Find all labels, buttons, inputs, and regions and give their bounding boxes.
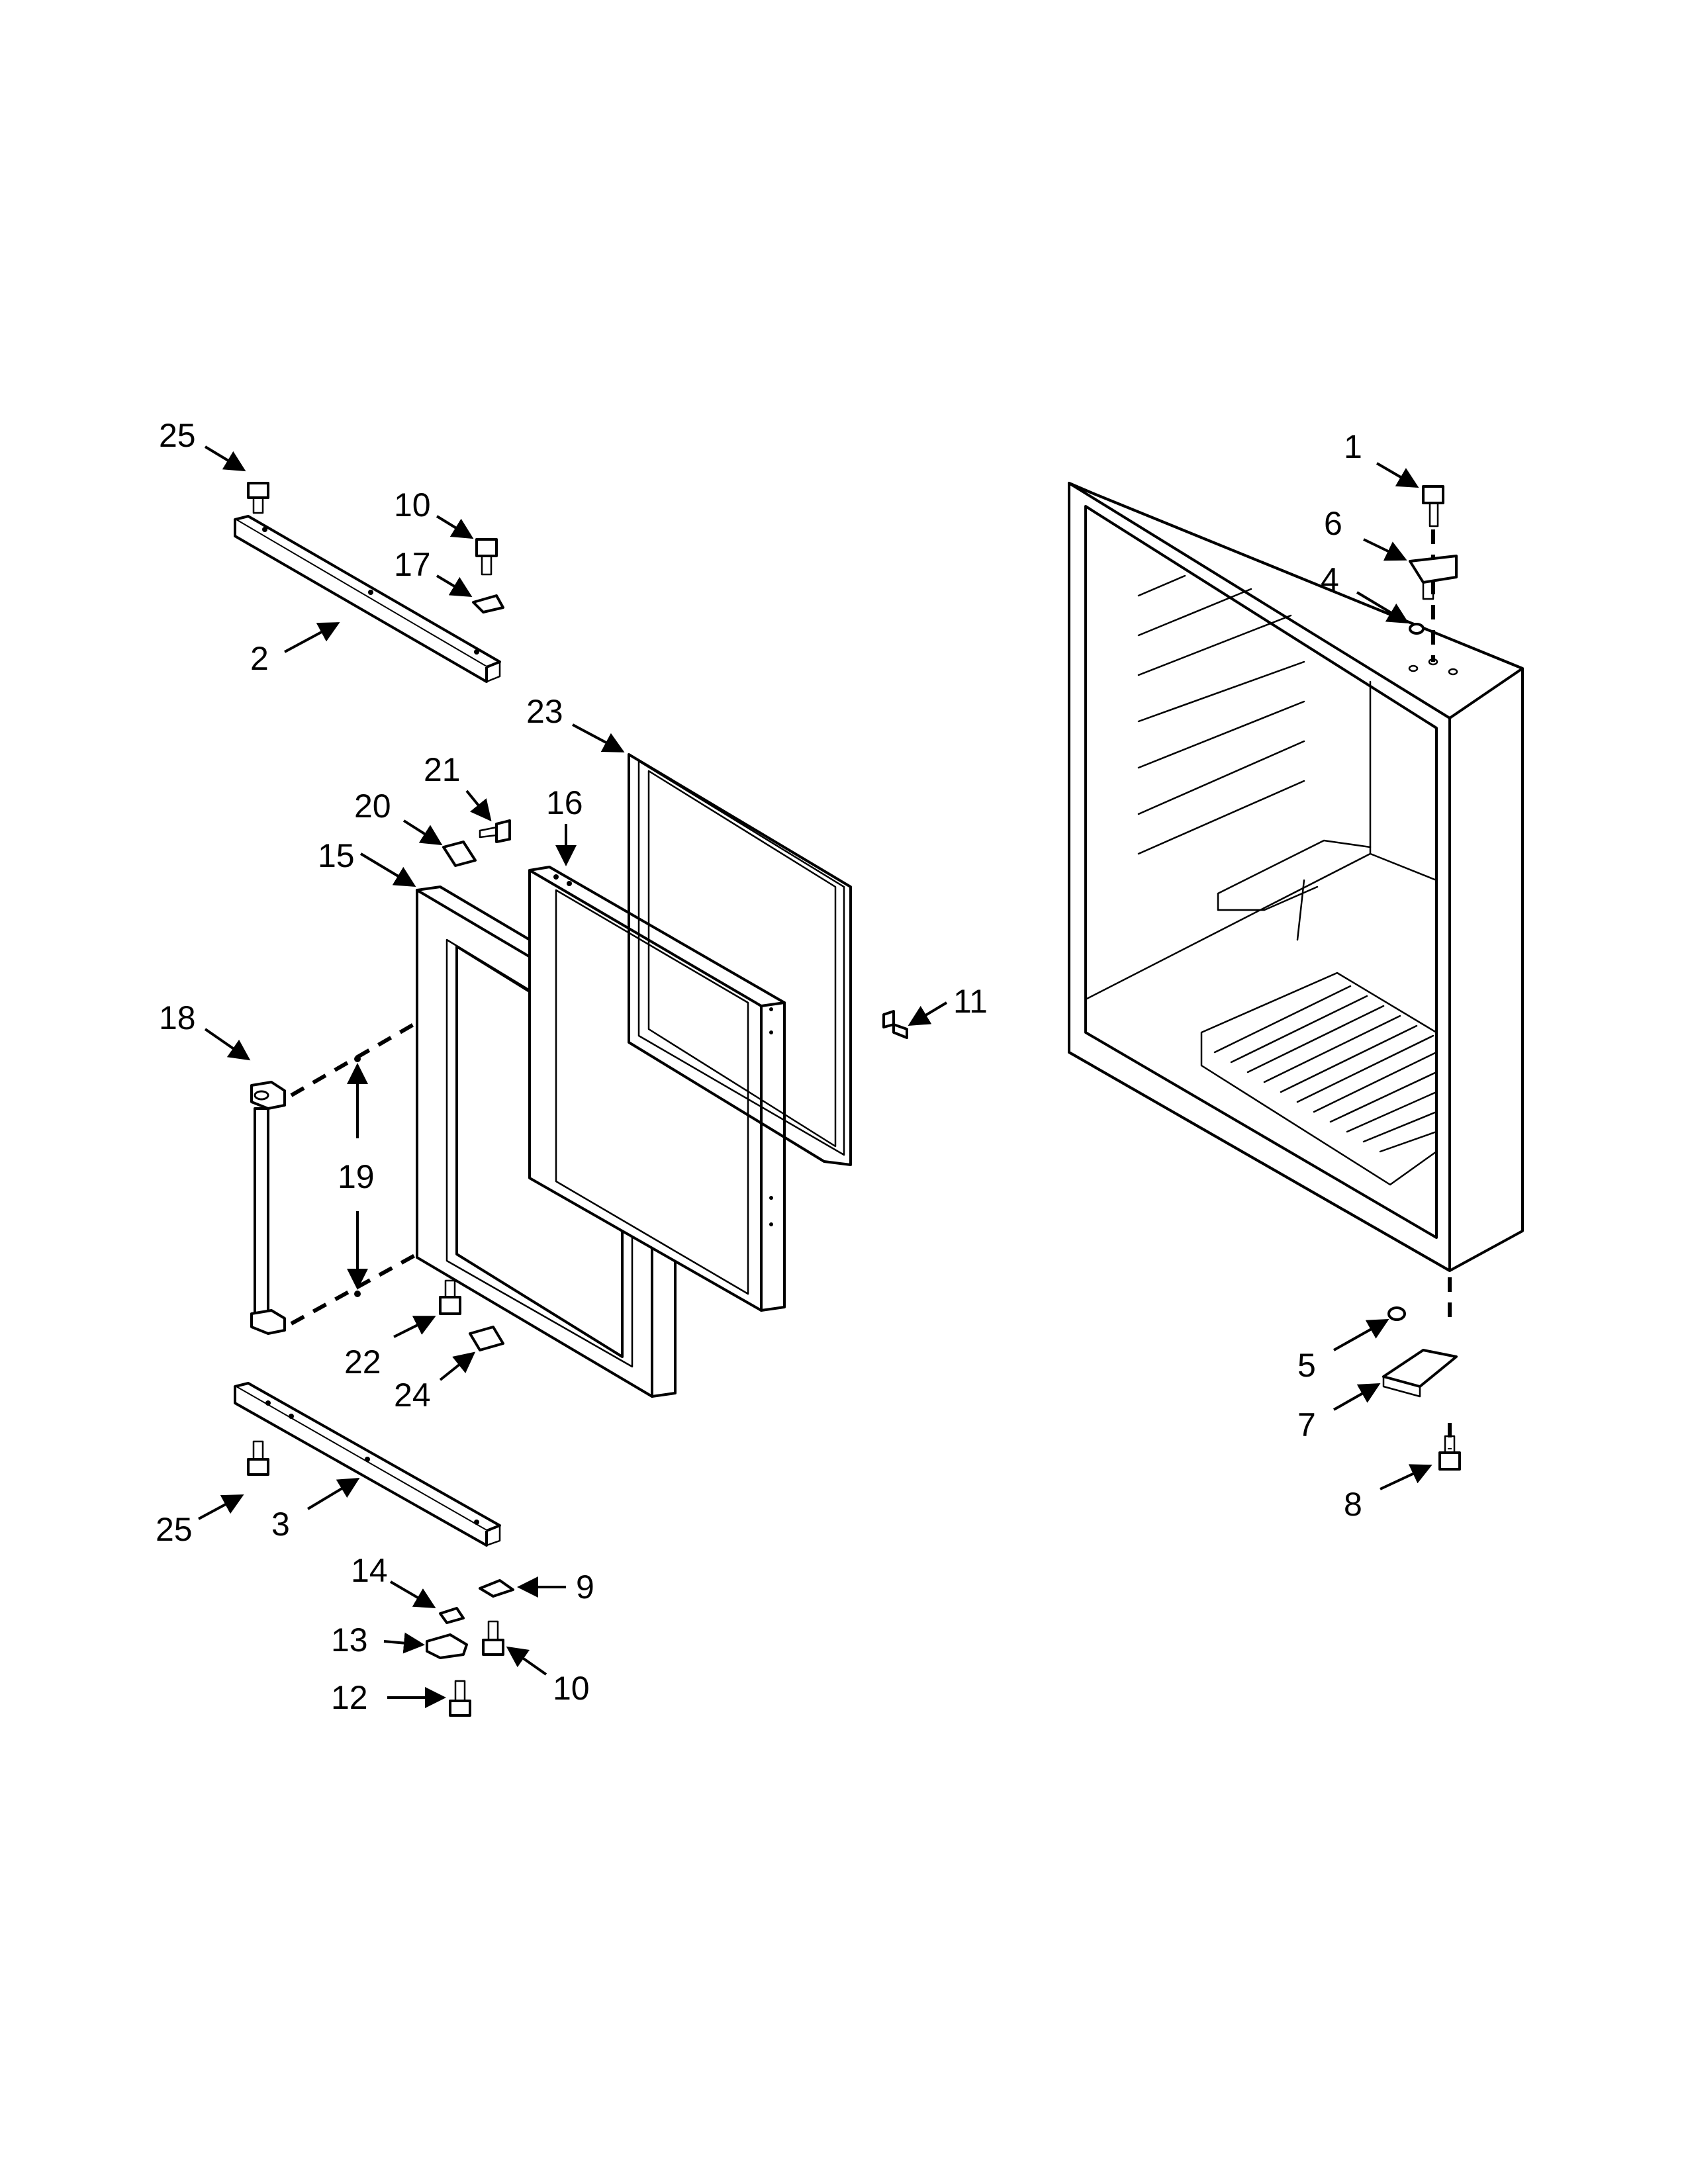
bracket-11	[882, 1010, 908, 1039]
callout-4: 4	[1321, 561, 1339, 598]
callout-24: 24	[394, 1377, 431, 1414]
screw-10-top	[475, 538, 498, 576]
bottom-hinge-assembly	[1382, 1277, 1461, 1471]
callout-20: 20	[354, 788, 391, 825]
bracket-13	[426, 1633, 468, 1659]
callout-8: 8	[1344, 1486, 1362, 1523]
screw-12	[449, 1680, 471, 1717]
door-gasket	[628, 753, 852, 1166]
screw-10-bottom	[482, 1620, 504, 1656]
door-inner	[528, 866, 786, 1312]
callout-25-top: 25	[159, 417, 196, 454]
screw-22	[439, 1279, 461, 1315]
callout-10-top: 10	[394, 486, 431, 523]
callout-7: 7	[1297, 1406, 1316, 1443]
callout-14: 14	[351, 1552, 388, 1589]
handle-18	[250, 1081, 286, 1335]
screw-25-bottom	[247, 1440, 269, 1476]
callout-1: 1	[1344, 428, 1362, 465]
callout-25-bottom: 25	[156, 1511, 193, 1548]
callout-9: 9	[576, 1569, 594, 1606]
bottom-trim-bar	[234, 1382, 501, 1547]
label-20	[442, 841, 477, 867]
callout-19: 19	[338, 1158, 375, 1195]
callout-3: 3	[271, 1506, 290, 1543]
screw-21	[479, 819, 511, 843]
callout-17: 17	[394, 546, 431, 583]
callout-10-bottom: 10	[553, 1670, 590, 1707]
align-line-bottom	[290, 1252, 418, 1326]
top-trim-bar	[234, 515, 501, 683]
callout-21: 21	[424, 751, 461, 788]
callout-23: 23	[526, 693, 563, 730]
callout-18: 18	[159, 999, 196, 1036]
callout-16: 16	[546, 784, 583, 821]
label-24	[469, 1326, 504, 1351]
leader-arrows	[198, 445, 1432, 1708]
plate-17	[472, 594, 504, 614]
cabinet	[1068, 482, 1524, 1272]
top-hinge-assembly	[1408, 485, 1458, 676]
floor-grille	[1200, 972, 1438, 1186]
callout-22: 22	[344, 1343, 381, 1381]
callout-12: 12	[331, 1679, 368, 1716]
callout-2: 2	[250, 640, 269, 677]
plate-9	[479, 1579, 514, 1598]
callout-11: 11	[953, 983, 988, 1020]
callout-5: 5	[1297, 1347, 1316, 1384]
callout-6: 6	[1324, 505, 1342, 542]
callout-15: 15	[318, 837, 355, 874]
callout-13: 13	[331, 1621, 368, 1659]
screw-25-top	[247, 482, 269, 514]
clip-14	[439, 1607, 465, 1624]
callout-labels: 25 10 17 2 23 21 20 16 15 18 19 11 22 24…	[156, 417, 1362, 1716]
